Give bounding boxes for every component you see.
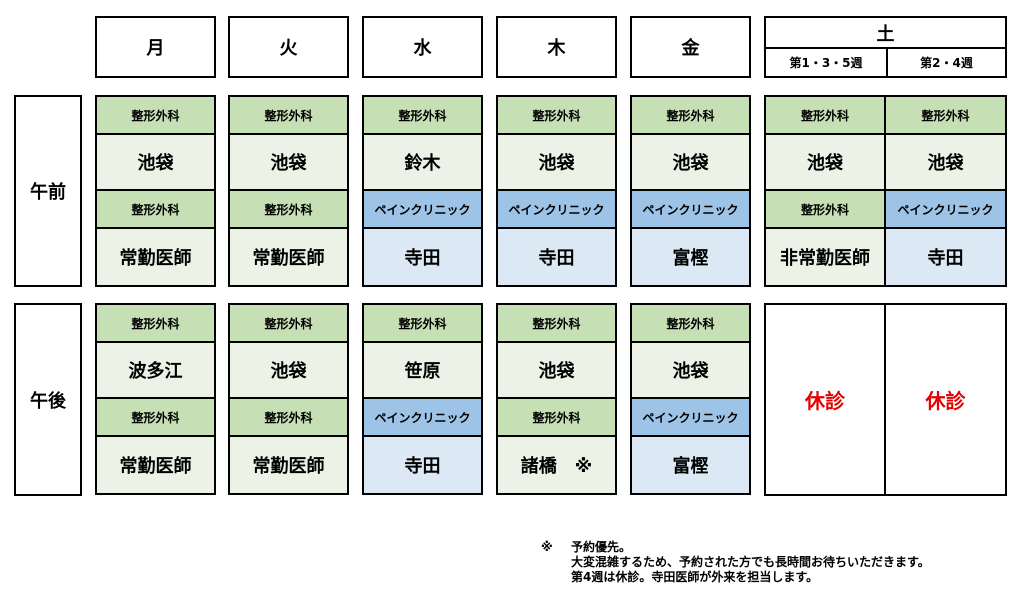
morning-slot-0: 整形外科池袋整形外科常勤医師 [95, 95, 216, 287]
dept-top: 整形外科 [632, 97, 749, 135]
dept-top: 整形外科 [97, 97, 214, 135]
dept-bottom: ペインクリニック [632, 397, 749, 437]
morning-slot-2: 整形外科鈴木ペインクリニック寺田 [362, 95, 483, 287]
doctor-top: 池袋 [886, 135, 1005, 189]
dept-top: 整形外科 [230, 305, 347, 343]
doctor-top: 池袋 [97, 135, 214, 189]
dept-bottom: ペインクリニック [498, 189, 615, 229]
header-sat-title: 土 [766, 18, 1005, 49]
dept-bottom: 整形外科 [498, 397, 615, 437]
footnote-line-3: 第4週は休診。寺田医師が外来を担当します。 [571, 570, 819, 584]
doctor-bottom: 常勤医師 [230, 229, 347, 285]
dept-top: 整形外科 [498, 97, 615, 135]
dept-bottom: 整形外科 [230, 189, 347, 229]
header-thu: 木 [496, 16, 617, 78]
header-sat-week135: 第1・3・5週 [789, 56, 863, 70]
doctor-bottom: 寺田 [364, 437, 481, 493]
doctor-top: 池袋 [498, 343, 615, 397]
dept-top: 整形外科 [632, 305, 749, 343]
dept-top: 整形外科 [97, 305, 214, 343]
doctor-top: 池袋 [498, 135, 615, 189]
doctor-bottom: 富樫 [632, 229, 749, 285]
dept-top: 整形外科 [230, 97, 347, 135]
header-mon: 月 [95, 16, 216, 78]
morning-slot-5: 整形外科池袋整形外科非常勤医師 [764, 95, 886, 287]
doctor-bottom: 常勤医師 [230, 437, 347, 493]
doctor-bottom: 常勤医師 [97, 229, 214, 285]
header-wed: 水 [362, 16, 483, 78]
doctor-top: 池袋 [230, 135, 347, 189]
doctor-top: 池袋 [632, 135, 749, 189]
doctor-bottom: 常勤医師 [97, 437, 214, 493]
afternoon-slot-2: 整形外科笹原ペインクリニック寺田 [362, 303, 483, 495]
header-sat-divider [886, 49, 888, 76]
doctor-top: 波多江 [97, 343, 214, 397]
dept-top: 整形外科 [886, 97, 1005, 135]
closed-label-week24: 休診 [925, 389, 966, 413]
afternoon-slot-3: 整形外科池袋整形外科諸橋 ※ [496, 303, 617, 495]
dept-bottom: 整形外科 [766, 189, 884, 229]
morning-slot-6: 整形外科池袋ペインクリニック寺田 [884, 95, 1007, 287]
morning-slot-1: 整形外科池袋整形外科常勤医師 [228, 95, 349, 287]
doctor-top: 池袋 [766, 135, 884, 189]
morning-slot-4: 整形外科池袋ペインクリニック富樫 [630, 95, 751, 287]
header-tue: 火 [228, 16, 349, 78]
doctor-top: 池袋 [632, 343, 749, 397]
afternoon-slot-0: 整形外科波多江整形外科常勤医師 [95, 303, 216, 495]
dept-bottom: 整形外科 [97, 397, 214, 437]
morning-slot-3: 整形外科池袋ペインクリニック寺田 [496, 95, 617, 287]
doctor-top: 笹原 [364, 343, 481, 397]
doctor-top: 池袋 [230, 343, 347, 397]
doctor-bottom: 寺田 [498, 229, 615, 285]
period-morning: 午前 [14, 95, 82, 287]
doctor-bottom: 非常勤医師 [766, 229, 884, 285]
doctor-bottom: 寺田 [886, 229, 1005, 285]
dept-top: 整形外科 [364, 305, 481, 343]
closed-label-week135: 休診 [805, 389, 845, 413]
dept-bottom: 整形外科 [97, 189, 214, 229]
footnote-mark: ※ [541, 540, 553, 554]
header-fri: 金 [630, 16, 751, 78]
afternoon-slot-1: 整形外科池袋整形外科常勤医師 [228, 303, 349, 495]
header-sat-week24: 第2・4週 [920, 56, 973, 70]
dept-bottom: ペインクリニック [364, 397, 481, 437]
footnote-line-2: 大変混雑するため、予約された方でも長時間お待ちいただきます。 [571, 555, 930, 569]
doctor-bottom: 寺田 [364, 229, 481, 285]
header-sat: 土 第1・3・5週 第2・4週 [764, 16, 1007, 78]
dept-bottom: 整形外科 [230, 397, 347, 437]
footnote-line-1: 予約優先。 [571, 540, 632, 554]
dept-bottom: ペインクリニック [364, 189, 481, 229]
dept-bottom: ペインクリニック [632, 189, 749, 229]
dept-top: 整形外科 [766, 97, 884, 135]
dept-top: 整形外科 [498, 305, 615, 343]
doctor-bottom: 諸橋 ※ [498, 437, 615, 493]
dept-bottom: ペインクリニック [886, 189, 1005, 229]
saturday-afternoon-divider [884, 303, 886, 496]
dept-top: 整形外科 [364, 97, 481, 135]
afternoon-slot-4: 整形外科池袋ペインクリニック富樫 [630, 303, 751, 495]
doctor-top: 鈴木 [364, 135, 481, 189]
doctor-bottom: 富樫 [632, 437, 749, 493]
period-afternoon: 午後 [14, 303, 82, 496]
